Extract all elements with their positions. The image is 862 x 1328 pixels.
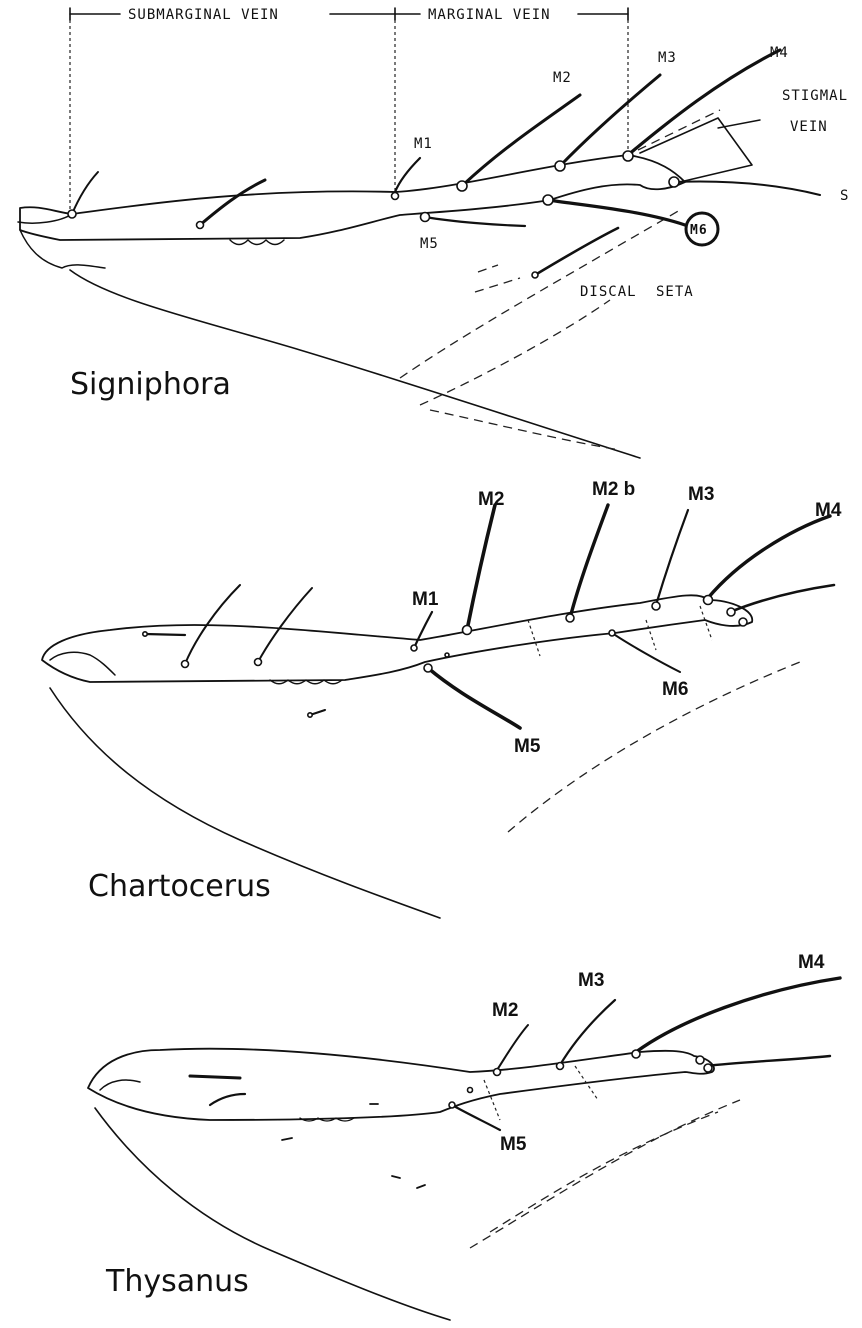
label-m2: M2 — [492, 1000, 518, 1021]
chartocerus-vein-outline — [42, 595, 752, 682]
thysanus-vein-outline — [88, 1049, 714, 1120]
genus-signiphora: Signiphora — [70, 367, 231, 402]
genus-thysanus: Thysanus — [105, 1264, 249, 1299]
label-m3: M3 — [578, 970, 604, 991]
label-m4: M4 — [815, 500, 842, 521]
signiphora-wing-margin — [70, 270, 640, 458]
submarginal-vein-label: SUBMARGINAL VEIN — [128, 7, 279, 23]
label-m1: M1 — [412, 589, 439, 610]
label-m6: M6 — [690, 223, 708, 238]
thysanus-panel: M2 M3 M4 M5 Thysanus — [88, 952, 840, 1320]
vein-header-bracket — [70, 8, 628, 212]
chartocerus-panel: M1 M2 M2 b M3 M4 M5 M6 Chartocerus — [42, 479, 842, 918]
label-m5: M5 — [514, 736, 541, 757]
label-m3: M3 — [658, 50, 677, 66]
label-discal-seta: DISCAL SETA — [580, 284, 694, 300]
genus-chartocerus: Chartocerus — [88, 869, 271, 904]
label-m2: M2 — [553, 70, 572, 86]
signiphora-panel: SUBMARGINAL VEIN MARGINAL VEIN — [18, 7, 849, 458]
label-m5: M5 — [500, 1134, 527, 1155]
label-stigmal: STIGMAL — [782, 88, 848, 104]
label-m1: M1 — [414, 136, 433, 152]
marginal-vein-label: MARGINAL VEIN — [428, 7, 551, 23]
label-m5: M5 — [420, 236, 439, 252]
signiphora-vein-outline — [20, 155, 685, 240]
label-m3: M3 — [688, 484, 714, 505]
label-m6: M6 — [662, 679, 688, 700]
label-s: S — [840, 188, 849, 204]
stigmal-vein-box — [640, 118, 752, 182]
label-m4: M4 — [798, 952, 825, 973]
label-m4: M4 — [770, 45, 789, 61]
label-m2: M2 — [478, 489, 504, 510]
label-m2b: M2 b — [592, 479, 635, 500]
label-stigmal-vein: VEIN — [790, 119, 828, 135]
